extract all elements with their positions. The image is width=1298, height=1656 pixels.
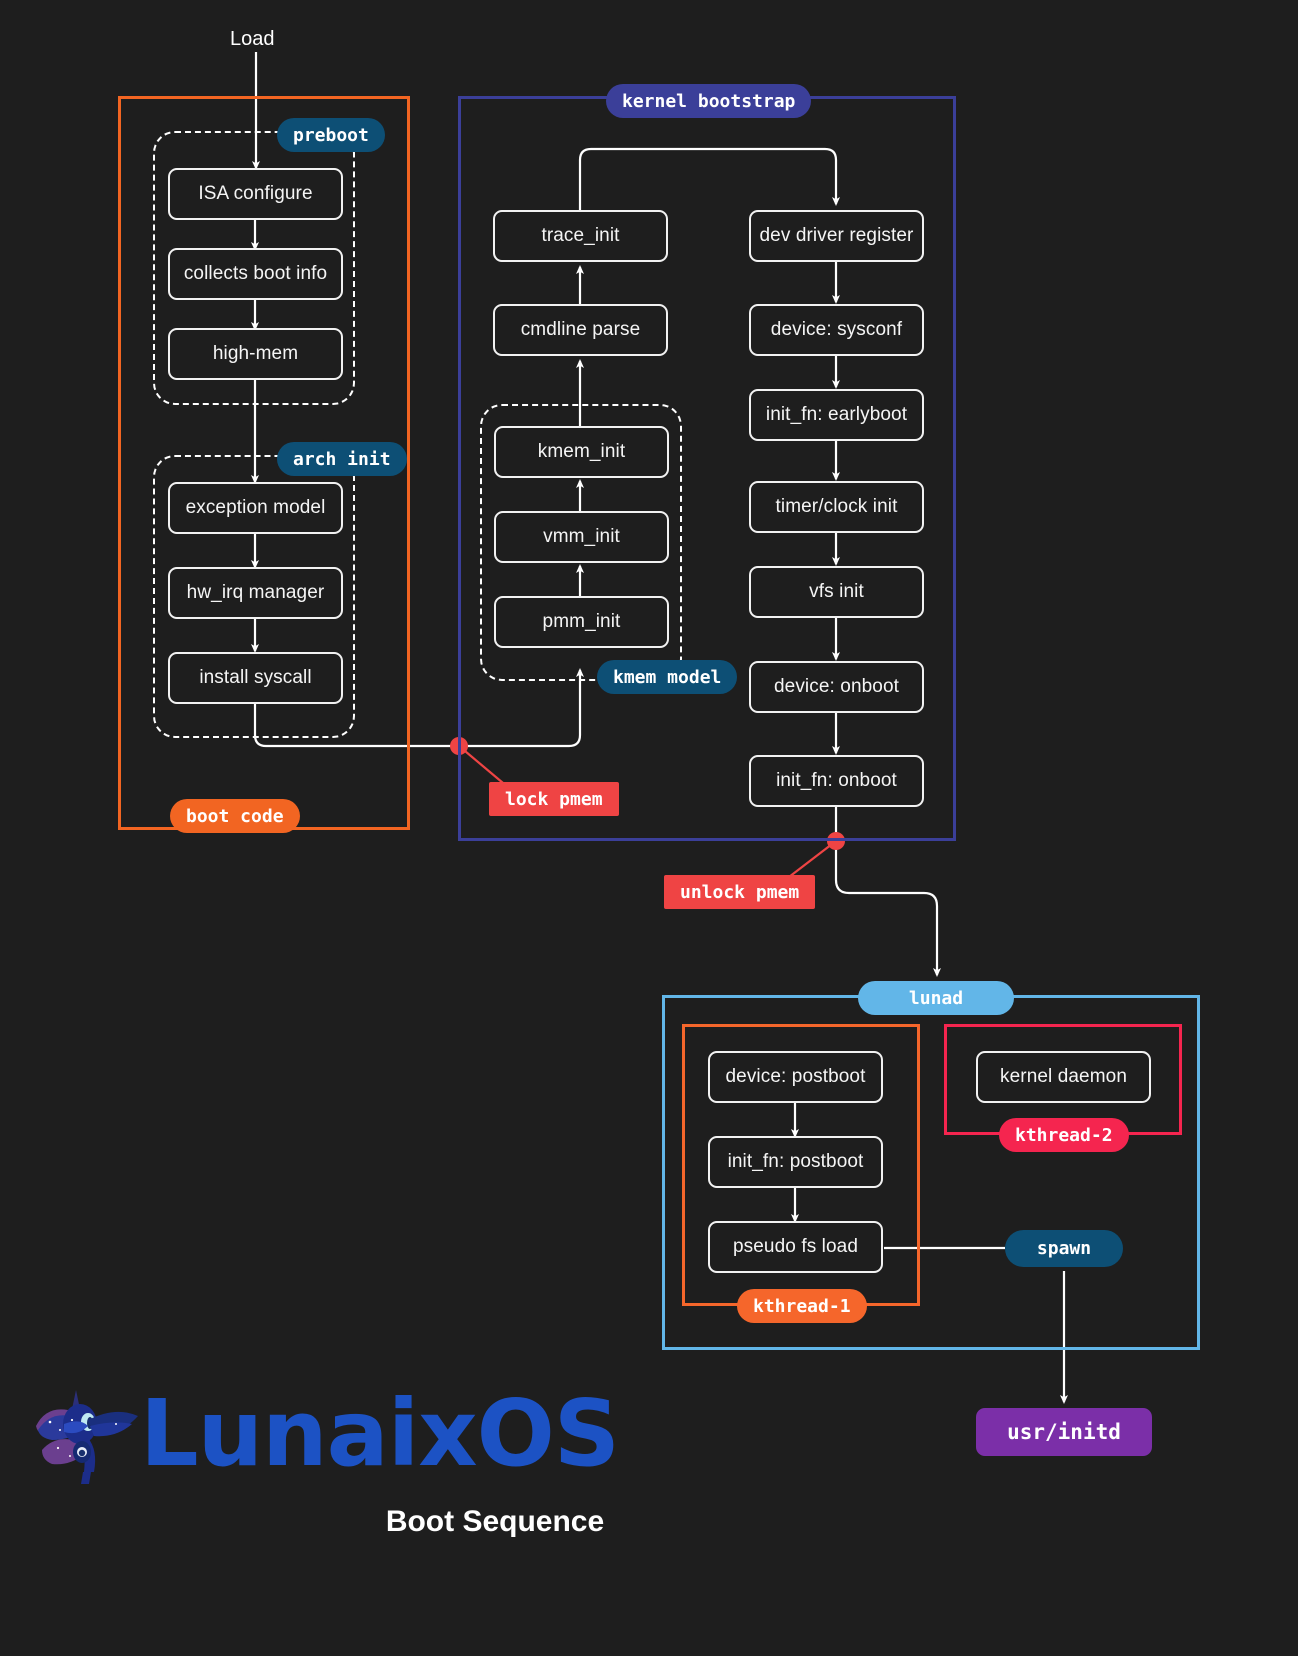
lunaix-mascot-logo [36, 1390, 138, 1484]
node-spawn[interactable]: spawn [1005, 1230, 1123, 1267]
group-frame-arch-init [153, 455, 355, 738]
group-label-kthread-2: kthread-2 [999, 1118, 1129, 1152]
node-device-onboot[interactable]: device: onboot [749, 661, 924, 713]
node-cmdline-parse[interactable]: cmdline parse [493, 304, 668, 356]
node-install-syscall[interactable]: install syscall [168, 652, 343, 704]
node-vfs-init[interactable]: vfs init [749, 566, 924, 618]
group-frame-preboot [153, 131, 355, 405]
node-pseudo-fs-load[interactable]: pseudo fs load [708, 1221, 883, 1273]
node-collects-boot-info[interactable]: collects boot info [168, 248, 343, 300]
group-label-boot-code: boot code [170, 799, 300, 833]
group-frame-kmem-model [480, 404, 682, 681]
page-title: Boot Sequence [385, 1505, 605, 1538]
group-label-lunad: lunad [858, 981, 1014, 1015]
node-init-fn-postboot[interactable]: init_fn: postboot [708, 1136, 883, 1188]
group-label-kernel-bootstrap: kernel bootstrap [606, 84, 812, 118]
node-device-postboot[interactable]: device: postboot [708, 1051, 883, 1103]
node-dev-driver-register[interactable]: dev driver register [749, 210, 924, 262]
group-label-preboot: preboot [277, 118, 385, 152]
node-trace-init[interactable]: trace_init [493, 210, 668, 262]
node-kernel-daemon[interactable]: kernel daemon [976, 1051, 1151, 1103]
node-high-mem[interactable]: high-mem [168, 328, 343, 380]
node-pmm-init[interactable]: pmm_init [494, 596, 669, 648]
marker-label-unlock-pmem: unlock pmem [664, 875, 816, 909]
node-isa-configure[interactable]: ISA configure [168, 168, 343, 220]
entry-label: Load [230, 28, 275, 50]
node-init-fn-onboot[interactable]: init_fn: onboot [749, 755, 924, 807]
brand-wordmark: LunaixOS [140, 1388, 620, 1480]
node-hw-irq-manager[interactable]: hw_irq manager [168, 567, 343, 619]
group-label-arch-init: arch init [277, 442, 407, 476]
node-device-sysconf[interactable]: device: sysconf [749, 304, 924, 356]
node-usr-initd[interactable]: usr/initd [976, 1408, 1152, 1456]
node-vmm-init[interactable]: vmm_init [494, 511, 669, 563]
group-label-kmem-model: kmem model [597, 660, 738, 694]
brand-text-lunaix: LunaixOS [140, 1380, 620, 1487]
node-init-fn-earlyboot[interactable]: init_fn: earlyboot [749, 389, 924, 441]
marker-label-lock-pmem: lock pmem [489, 782, 619, 816]
group-label-kthread-1: kthread-1 [737, 1289, 867, 1323]
node-exception-model[interactable]: exception model [168, 482, 343, 534]
node-kmem-init[interactable]: kmem_init [494, 426, 669, 478]
node-timer-clock-init[interactable]: timer/clock init [749, 481, 924, 533]
